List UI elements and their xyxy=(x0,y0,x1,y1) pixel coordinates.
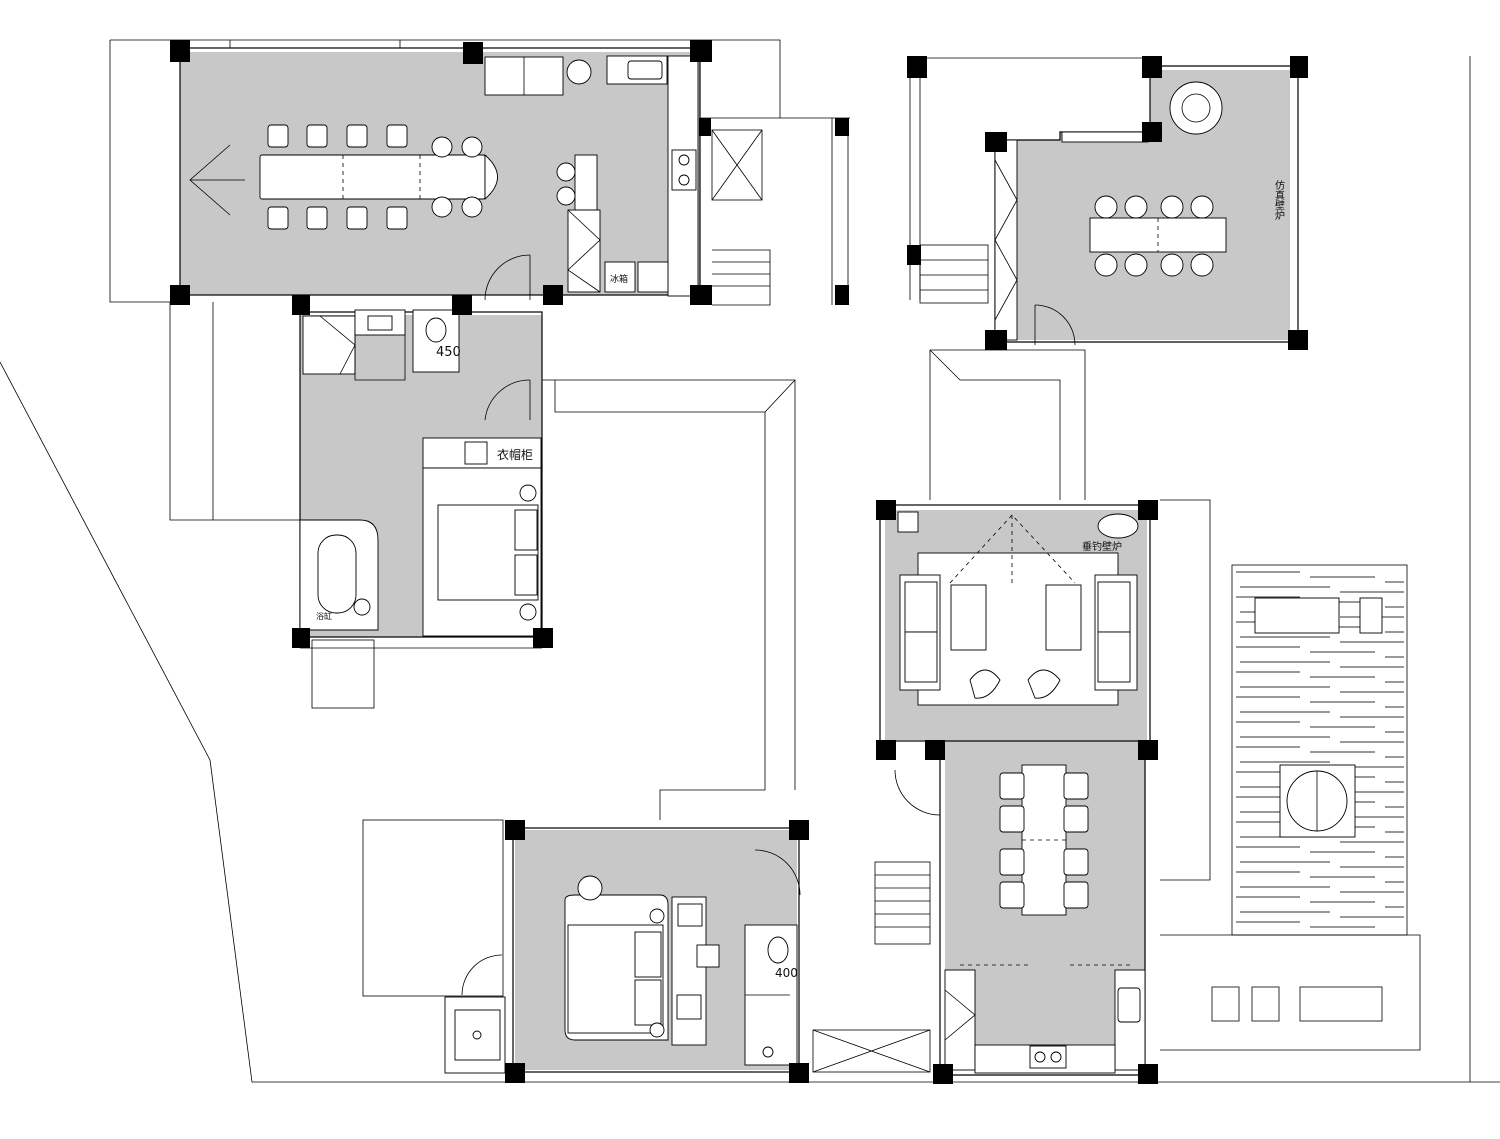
room-dining-kitchen: 冰箱 xyxy=(170,40,712,305)
wardrobe-label: 衣帽柜 xyxy=(497,447,533,462)
fireplace-label-2: 垂钓壁炉 xyxy=(1082,540,1122,553)
outdoor-planters xyxy=(1211,986,1383,1022)
fridge-label: 冰箱 xyxy=(610,273,628,285)
fireplace-label-1: 仿真壁炉 xyxy=(1273,179,1285,221)
toilet-dim-450: 450 xyxy=(436,345,461,360)
toilet-dim-400: 400 xyxy=(775,966,798,980)
deck-terrace xyxy=(1231,564,1408,936)
room-bedroom-bottom: 400 xyxy=(362,819,809,1083)
room-bedroom-left: 450 衣帽柜 浴缸 xyxy=(292,295,553,709)
room-dining-right: 仿真壁炉 xyxy=(907,56,1308,350)
stair-a xyxy=(700,117,850,306)
room-living-right: 垂钓壁炉 xyxy=(812,500,1158,1084)
bathtub-label: 浴缸 xyxy=(316,611,332,621)
